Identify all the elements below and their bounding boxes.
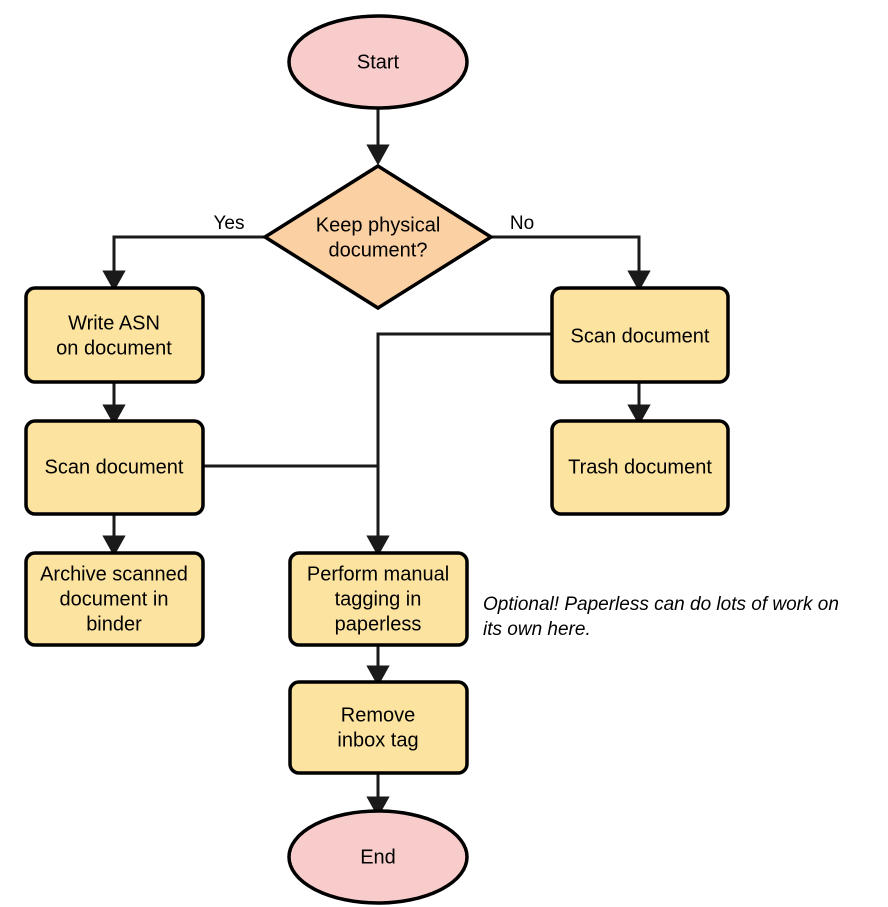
node-scan-document-right-label: Scan document (571, 325, 710, 347)
node-write-asn-label-line1: Write ASN (68, 312, 160, 334)
edge-decision-no-to-scan-right (491, 235, 651, 292)
node-scan-document-left[interactable]: Scan document (24, 419, 205, 516)
edge-label-no: No (510, 213, 534, 234)
node-end-label: End (360, 846, 396, 868)
node-scan-document-right[interactable]: Scan document (550, 286, 730, 384)
annotation-optional-note: Optional! Paperless can do lots of work … (483, 594, 839, 640)
node-archive-scanned-document[interactable]: Archive scanned document in binder (24, 551, 205, 647)
node-decision-label-line2: document? (329, 239, 428, 261)
annotation-line1: Optional! Paperless can do lots of work … (483, 594, 839, 615)
node-tagging-label-line3: paperless (335, 613, 422, 635)
edges-layer (102, 100, 651, 818)
node-start[interactable]: Start (287, 14, 469, 110)
node-archive-label-line2: document in (60, 588, 169, 610)
annotation-line2: its own here. (483, 619, 591, 640)
node-remove-inbox-label-line1: Remove (341, 704, 415, 726)
node-archive-label-line3: binder (86, 613, 142, 635)
node-decision-label-line1: Keep physical (316, 214, 441, 236)
node-write-asn-on-document[interactable]: Write ASN on document (24, 286, 205, 384)
edge-label-yes: Yes (214, 213, 245, 234)
node-remove-inbox-label-line2: inbox tag (337, 729, 418, 751)
node-archive-label-line1: Archive scanned (40, 563, 188, 585)
edge-decision-yes-to-write-asn (102, 235, 265, 292)
node-tagging-label-line1: Perform manual (307, 563, 449, 585)
node-decision-keep-physical-document[interactable]: Keep physical document? (261, 163, 495, 311)
node-scan-document-left-label: Scan document (45, 456, 184, 478)
node-end[interactable]: End (287, 809, 469, 905)
node-remove-inbox-tag[interactable]: Remove inbox tag (288, 680, 469, 775)
node-tagging-label-line2: tagging in (335, 588, 422, 610)
node-write-asn-label-line2: on document (56, 337, 172, 359)
edge-scan-right-to-tagging (366, 332, 552, 557)
node-trash-document-label: Trash document (568, 456, 712, 478)
node-start-label: Start (357, 51, 400, 73)
node-trash-document[interactable]: Trash document (550, 419, 730, 516)
node-perform-manual-tagging[interactable]: Perform manual tagging in paperless (288, 551, 469, 647)
